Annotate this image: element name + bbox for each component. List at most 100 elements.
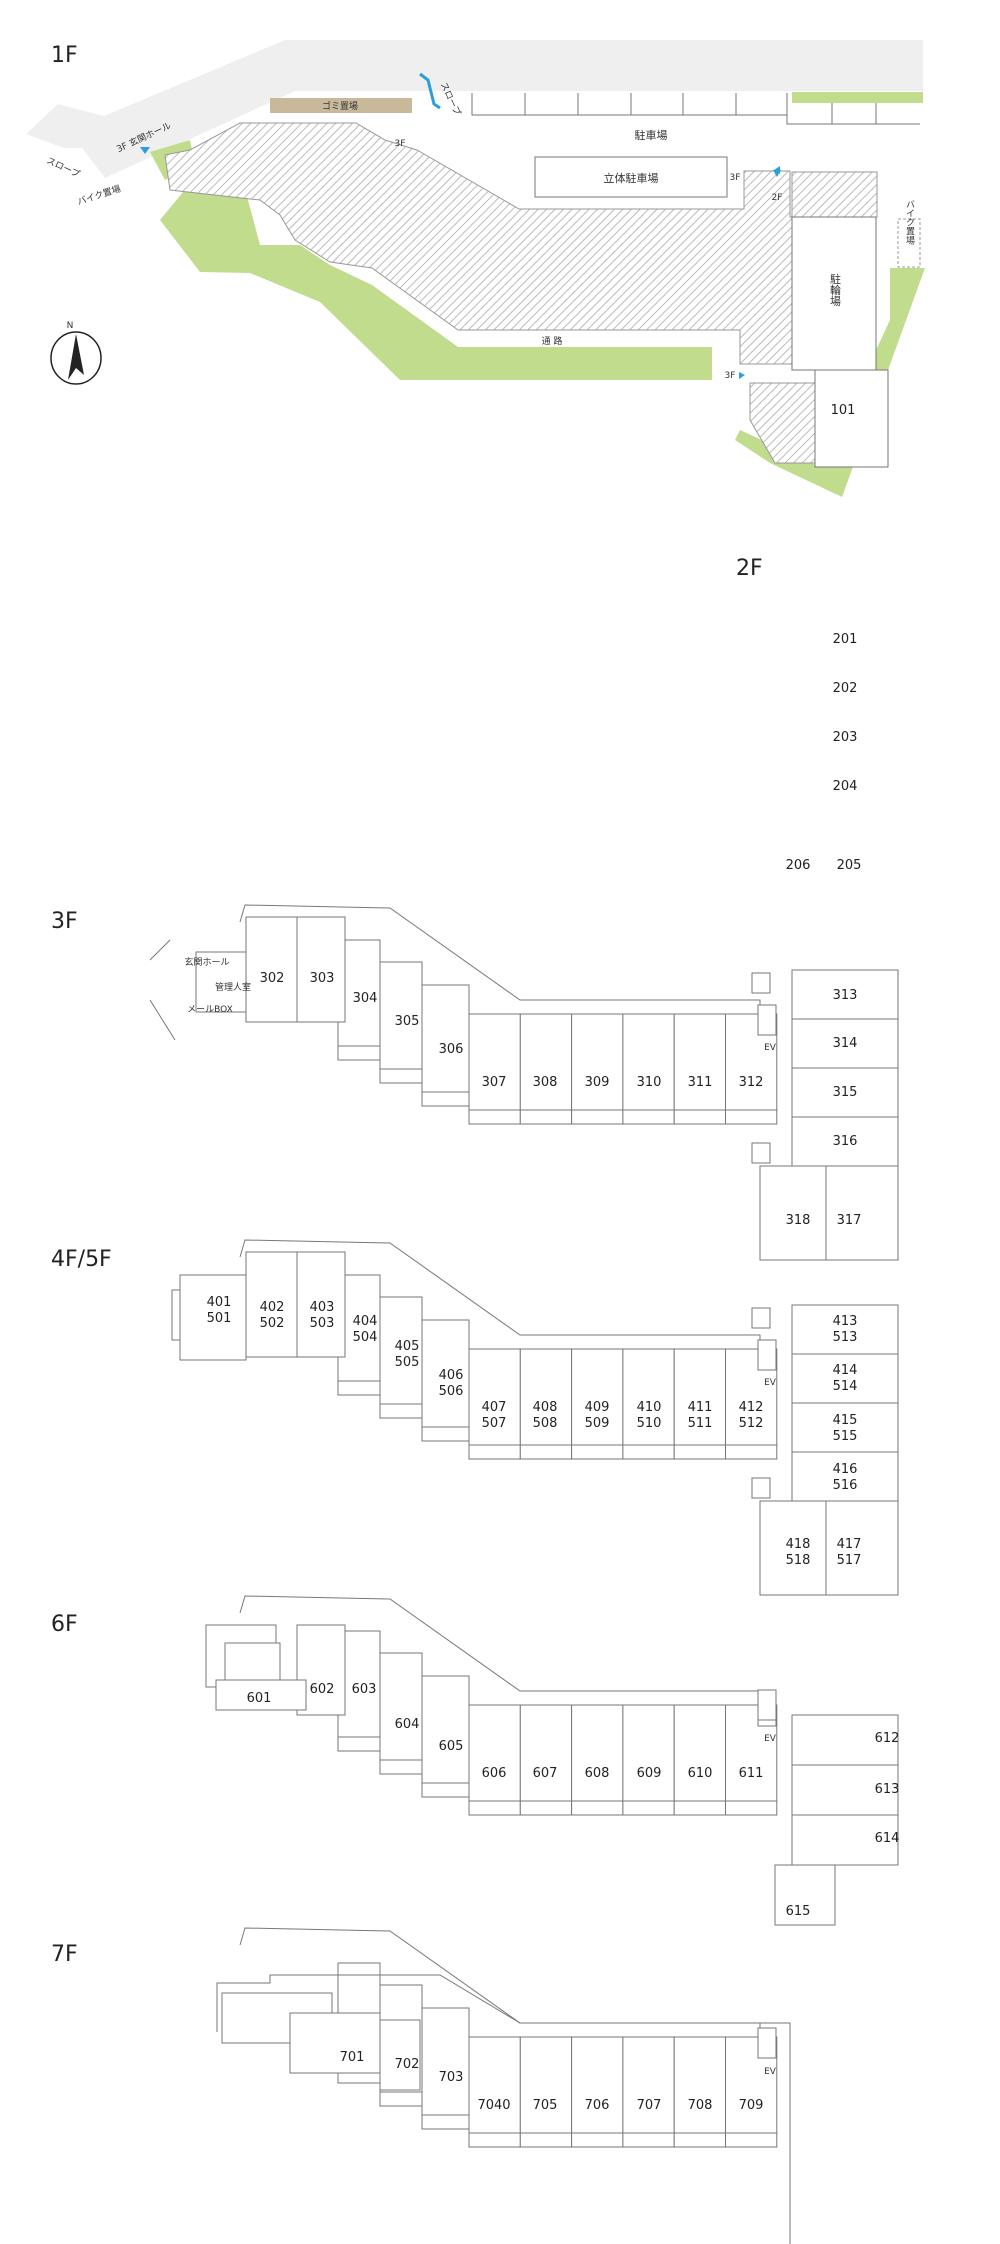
room-outline — [519, 1013, 573, 1111]
room-outline — [725, 1109, 778, 1125]
unit-702: 702 — [395, 2057, 420, 2072]
room-outline — [379, 1068, 423, 1084]
room-outline — [622, 1800, 675, 1816]
unit-615: 615 — [786, 1904, 811, 1919]
room-outline — [622, 1704, 675, 1802]
unit-label: 515 — [833, 1429, 858, 1444]
unit-609: 609 — [637, 1766, 662, 1781]
unit-606: 606 — [482, 1766, 507, 1781]
unit-602: 602 — [310, 1682, 335, 1697]
unit-label: 407 — [482, 1400, 507, 1415]
unit-308: 308 — [533, 1075, 558, 1090]
unit-label: 516 — [833, 1478, 858, 1493]
room-outline — [337, 1045, 381, 1061]
floor-label-4f5f: 4F/5F — [51, 1247, 112, 1272]
floor-2f-units: 201 202 203 204 205 206 — [786, 632, 862, 873]
north-label: N — [67, 321, 74, 331]
room-outline — [751, 1307, 771, 1329]
room-outline — [673, 1013, 727, 1111]
room-outline — [468, 2036, 521, 2134]
unit-label: 518 — [786, 1553, 811, 1568]
room-outline — [774, 1864, 836, 1926]
room-outline — [468, 1109, 521, 1125]
room-outline — [468, 1444, 521, 1460]
room-outline — [571, 1013, 624, 1111]
green-area-southeast — [735, 268, 925, 497]
room-outline — [421, 1091, 470, 1107]
floor-6f-units: 601 602 603 604 605 606 607 608 609 610 … — [247, 1682, 900, 1919]
unit-314: 314 — [833, 1036, 858, 1051]
label-entrance-hall: 玄関ホール — [184, 956, 229, 968]
room-outline — [791, 1018, 899, 1069]
room-outline — [245, 1251, 298, 1358]
room-outline — [337, 1380, 381, 1396]
unit-309: 309 — [585, 1075, 610, 1090]
room-outline — [673, 1704, 727, 1802]
unit-label: 401 — [207, 1295, 232, 1310]
room-outline — [791, 1814, 899, 1866]
room-outline — [421, 1675, 470, 1784]
unit-label: 415 — [833, 1413, 858, 1428]
room-outline — [468, 2132, 521, 2148]
room-outline — [519, 1704, 573, 1802]
room-outline — [673, 1800, 727, 1816]
room-outline — [171, 1289, 181, 1341]
floor-3f-units: 302 303 304 305 306 307 308 309 310 311 … — [184, 956, 861, 1228]
unit-label: 505 — [395, 1355, 420, 1370]
room-outline — [825, 1165, 899, 1261]
unit-709: 709 — [739, 2098, 764, 2113]
room-outline — [791, 969, 899, 1020]
unit-204: 204 — [833, 779, 858, 794]
stair-3f-label: 3F — [730, 173, 741, 183]
arrow-3f-south — [739, 372, 745, 379]
room-outline — [759, 1165, 827, 1261]
room-outline — [296, 1251, 346, 1358]
unit-label: 502 — [260, 1316, 285, 1331]
floor-label-6f: 6F — [51, 1612, 78, 1637]
label-slope-left: スロープ — [45, 155, 82, 180]
unit-706: 706 — [585, 2098, 610, 2113]
unit-label: 417 — [837, 1537, 862, 1552]
room-outline — [519, 1109, 573, 1125]
label-garbage: ゴミ置場 — [322, 100, 358, 112]
unit-310: 310 — [637, 1075, 662, 1090]
room-outline — [468, 1348, 521, 1446]
stair-3f-label: 3F — [395, 139, 406, 149]
unit-611: 611 — [739, 1766, 764, 1781]
unit-703: 703 — [439, 2070, 464, 2085]
road — [26, 40, 923, 178]
room-outline — [757, 2027, 777, 2059]
unit-label: 517 — [837, 1553, 862, 1568]
room-outline — [622, 2132, 675, 2148]
room-outline — [757, 1339, 777, 1371]
building-hatched — [164, 122, 878, 365]
room-outline — [622, 1013, 675, 1111]
unit-label: 409 — [585, 1400, 610, 1415]
unit-label: 513 — [833, 1330, 858, 1345]
unit-608: 608 — [585, 1766, 610, 1781]
building-hatched-south — [749, 382, 816, 464]
room-outline — [468, 1013, 521, 1111]
stair-2f-label: 2F — [772, 193, 783, 203]
room-outline — [421, 2114, 470, 2130]
room-outline — [379, 2019, 421, 2091]
label-multi-parking: 立体駐車場 — [604, 171, 659, 185]
bike-area-right — [897, 218, 921, 268]
room-outline — [421, 984, 470, 1093]
unit-label: 413 — [833, 1314, 858, 1329]
label-mailbox: メールBOX — [187, 1005, 233, 1015]
unit-label: 406 — [439, 1368, 464, 1383]
room-outline — [571, 2036, 624, 2134]
room-outline — [421, 1426, 470, 1442]
unit-label: 412 — [739, 1400, 764, 1415]
room-outline — [519, 2036, 573, 2134]
slope-arrow — [419, 72, 441, 110]
room-outline — [751, 972, 771, 994]
unit-603: 603 — [352, 1682, 377, 1697]
room-outline — [791, 1451, 899, 1502]
unit-202: 202 — [833, 681, 858, 696]
label-ev: EV — [764, 1734, 777, 1744]
compass — [50, 331, 102, 385]
unit-201: 201 — [833, 632, 858, 647]
